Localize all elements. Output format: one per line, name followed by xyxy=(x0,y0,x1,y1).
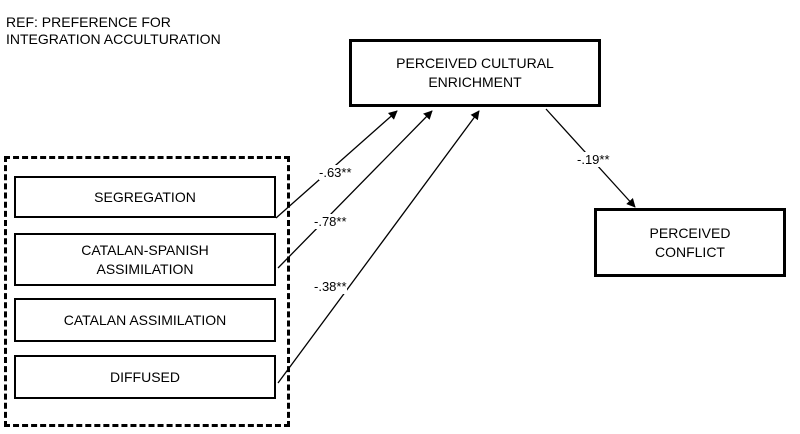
node-perceived-conflict: PERCEIVED CONFLICT xyxy=(594,208,786,277)
arrow-segregation-to-enrichment xyxy=(275,110,398,219)
coef-segregation: -.63** xyxy=(319,165,352,180)
reference-note: REF: PREFERENCE FOR INTEGRATION ACCULTUR… xyxy=(6,14,221,47)
coef-enrichment-to-conflict: -.19** xyxy=(577,152,610,167)
acculturation-group-frame xyxy=(4,156,290,427)
coef-catalan-spanish: -.78** xyxy=(314,214,347,229)
arrow-diffused-to-enrichment xyxy=(277,110,480,384)
coef-diffused: -.38** xyxy=(314,279,347,294)
node-catalan-spanish-assimilation: CATALAN-SPANISH ASSIMILATION xyxy=(14,233,276,286)
node-diffused: DIFFUSED xyxy=(14,355,276,399)
node-segregation: SEGREGATION xyxy=(14,176,276,218)
arrow-catalan-spanish-to-enrichment xyxy=(277,110,433,269)
node-catalan-assimilation: CATALAN ASSIMILATION xyxy=(14,298,276,342)
node-perceived-cultural-enrichment: PERCEIVED CULTURAL ENRICHMENT xyxy=(349,39,601,107)
